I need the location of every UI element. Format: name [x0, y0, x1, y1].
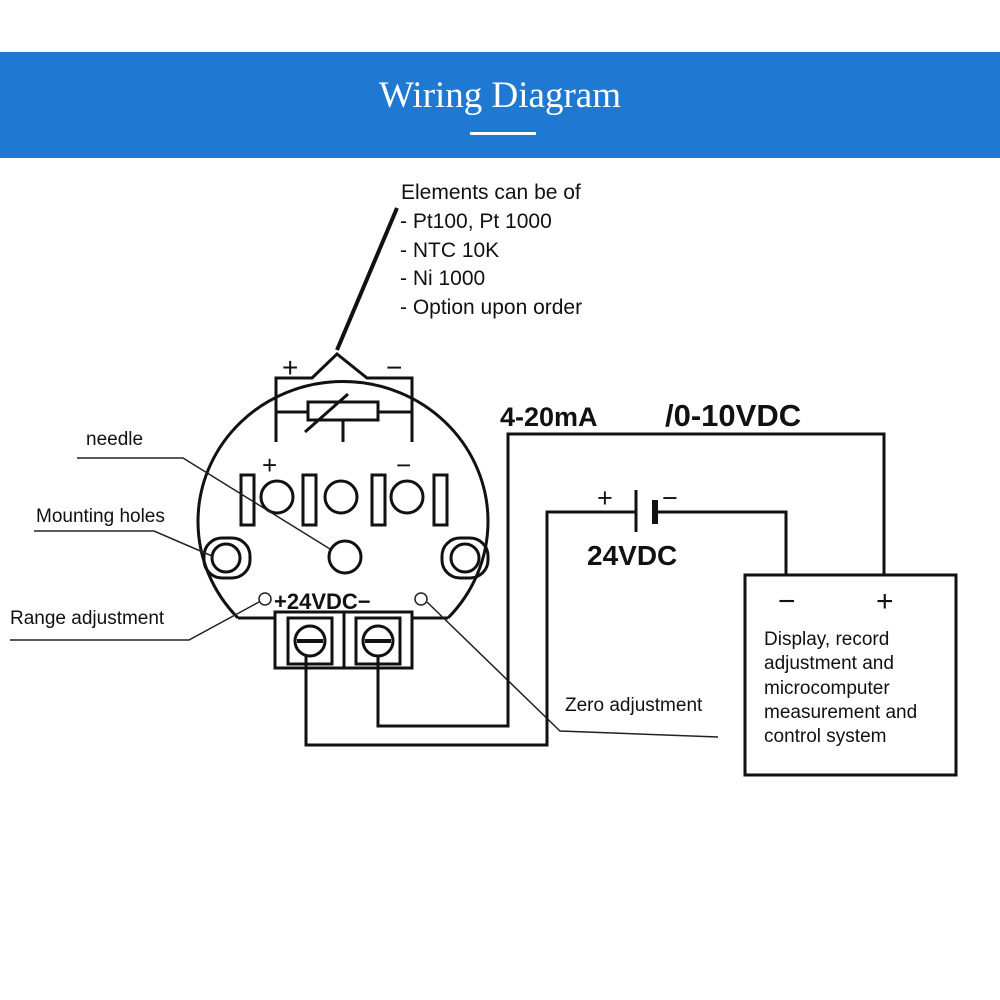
terminal-minus-label: −: [396, 450, 411, 480]
range-adjustment-callout-line: [10, 601, 260, 641]
sensor-minus-label: −: [386, 352, 402, 383]
zero-adjustment-pot[interactable]: [414, 592, 428, 606]
box-text-line: microcomputer: [764, 678, 890, 699]
zero-adjustment-callout-label: Zero adjustment: [565, 695, 703, 716]
sensor-terminals: [239, 473, 449, 527]
output-signal-wire: [376, 432, 886, 728]
supply-wire-left: [304, 510, 636, 747]
supply-wire-right: [655, 510, 788, 575]
box-text-line: measurement and: [764, 702, 917, 723]
sensor-plus-label: +: [282, 352, 298, 383]
box-text-line: Display, record: [764, 629, 889, 650]
thermistor-symbol: [306, 400, 380, 422]
terminal-plus-label: +: [262, 450, 277, 480]
note-pointer-line: [335, 207, 399, 351]
elements-note-heading: Elements can be of: [401, 181, 581, 204]
supply-terminal-label: +24VDC−: [274, 589, 371, 614]
box-text-line: adjustment and: [764, 653, 894, 674]
thermistor-diagonal: [304, 392, 349, 434]
box-minus-label: −: [778, 585, 796, 618]
needle-hole: [327, 539, 363, 575]
battery-plus-label: +: [597, 483, 613, 513]
power-terminal-block: [273, 610, 414, 670]
mounting-holes-callout-label: Mounting holes: [36, 506, 165, 527]
elements-note-item: - Option upon order: [400, 296, 582, 319]
power-supply-label: 24VDC: [587, 540, 677, 571]
sensor-outline: [274, 352, 414, 442]
range-adjustment-pot[interactable]: [258, 592, 272, 606]
needle-callout-line: [77, 457, 331, 550]
elements-note-item: - NTC 10K: [400, 239, 499, 262]
output-current-label: 4-20mA: [500, 402, 598, 432]
needle-callout-label: needle: [86, 429, 143, 450]
mounting-hole-left: [202, 536, 252, 580]
mounting-hole-right: [440, 536, 490, 580]
range-adjustment-callout-label: Range adjustment: [10, 608, 165, 629]
elements-note-item: - Ni 1000: [400, 267, 485, 290]
title-underline: [470, 132, 536, 135]
elements-note-item: - Pt100, Pt 1000: [400, 210, 552, 233]
box-text-line: control system: [764, 726, 886, 747]
zero-adjustment-callout-line: [426, 601, 719, 738]
mounting-holes-callout-line: [34, 530, 213, 557]
title-banner: Wiring Diagram: [0, 52, 1000, 158]
battery-minus-label: −: [662, 483, 678, 513]
sensor-element: [274, 352, 414, 442]
box-plus-label: +: [876, 585, 894, 618]
display-control-box: [743, 573, 958, 777]
output-voltage-label: /0-10VDC: [665, 398, 801, 433]
page-title: Wiring Diagram: [378, 75, 622, 116]
transmitter-housing: [196, 379, 490, 620]
